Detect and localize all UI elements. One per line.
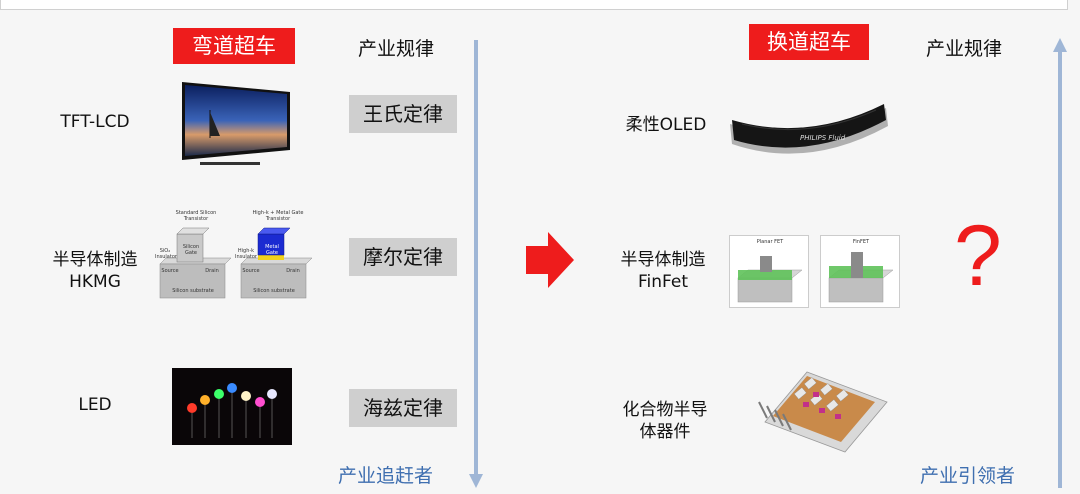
- tv-image: [180, 80, 292, 166]
- right-axis-arrow: [1053, 38, 1067, 488]
- finfet-label-line1: 半导体制造: [620, 250, 706, 270]
- standard-transistor-caption: Standard Silicon Transistor: [175, 210, 217, 222]
- question-mark: ?: [954, 208, 1002, 304]
- left-header-tag: 弯道超车: [173, 28, 295, 64]
- wang-law-tag: 王氏定律: [349, 95, 457, 133]
- source-caption-2: Source: [242, 268, 260, 274]
- moore-law-tag: 摩尔定律: [349, 238, 457, 276]
- left-law-header: 产业规律: [358, 38, 435, 60]
- hkmg-diagram: Standard Silicon Transistor High-k + Met…: [155, 210, 315, 302]
- compound-label-line2: 体器件: [639, 422, 691, 442]
- industry-follower-label: 产业追赶者: [338, 465, 434, 487]
- planar-fet-caption: Planar FET: [756, 239, 784, 245]
- flexible-oled-label: 柔性OLED: [625, 115, 707, 135]
- red-arrow-icon: [526, 232, 574, 288]
- hkmg-label: 半导体制造 HKMG: [40, 249, 150, 293]
- flexible-oled-image: PHILIPS Fluid: [726, 100, 890, 170]
- led-image: [172, 368, 292, 445]
- compound-device-image: [755, 352, 891, 458]
- industry-leader-label: 产业引领者: [920, 465, 1016, 487]
- hkmg-label-line1: 半导体制造: [52, 250, 138, 270]
- led-label: LED: [78, 395, 112, 415]
- metal-gate-caption: Metal Gate: [265, 244, 279, 256]
- source-caption: Source: [161, 268, 179, 274]
- silicon-gate-caption: Silicon Gate: [182, 244, 200, 256]
- substrate-caption-2: Silicon substrate: [253, 288, 295, 294]
- right-header-tag: 换道超车: [749, 24, 869, 60]
- oled-brand-text: PHILIPS Fluid: [800, 134, 846, 142]
- drain-caption-2: Drain: [286, 268, 300, 274]
- substrate-caption: Silicon substrate: [172, 288, 214, 294]
- left-axis-arrow: [469, 40, 483, 488]
- sio2-caption: SiO₂ Insulator: [155, 248, 177, 260]
- haitz-law-tag: 海兹定律: [349, 389, 457, 427]
- drain-caption: Drain: [205, 268, 219, 274]
- right-law-header: 产业规律: [926, 38, 1003, 60]
- finfet-image: FinFET: [820, 235, 900, 308]
- compound-semiconductor-label: 化合物半导 体器件: [604, 399, 726, 443]
- tft-lcd-label: TFT-LCD: [60, 112, 130, 132]
- hkmg-transistor-caption: High-k + Metal Gate Transistor: [252, 210, 304, 222]
- finfet-caption: FinFET: [852, 239, 870, 245]
- compound-label-line1: 化合物半导: [622, 400, 708, 420]
- highk-caption: High-k Insulator: [235, 248, 257, 260]
- hkmg-label-line2: HKMG: [69, 272, 121, 292]
- finfet-label: 半导体制造 FinFet: [604, 249, 722, 293]
- top-bar: [0, 0, 1068, 10]
- planar-fet-image: Planar FET: [729, 235, 809, 308]
- finfet-label-line2: FinFet: [637, 272, 688, 292]
